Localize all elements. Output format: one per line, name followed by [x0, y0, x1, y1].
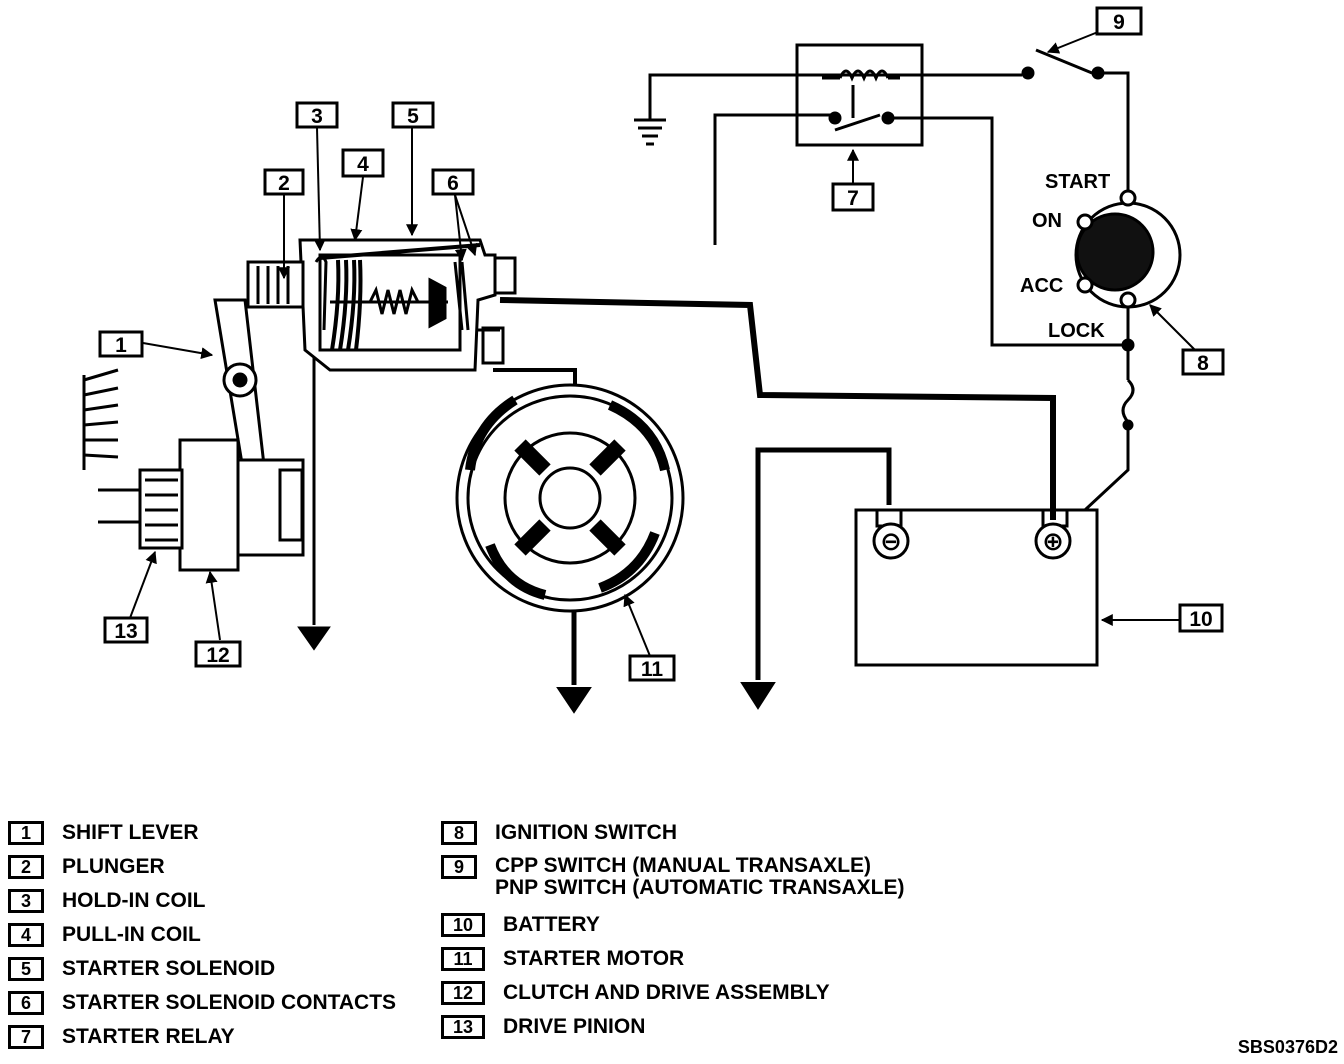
legend-label: IGNITION SWITCH	[495, 821, 677, 844]
ignition-switch	[1056, 189, 1182, 537]
callout-label-7: 7	[847, 187, 859, 210]
legend-label: BATTERY	[503, 913, 600, 936]
callout-box-13	[103, 616, 149, 644]
legend-number: 11	[441, 947, 485, 971]
legend-item-9: 9 CPP SWITCH (MANUAL TRANSAXLE) PNP SWIT…	[441, 855, 905, 899]
flywheel-teeth	[82, 368, 119, 470]
ignition-position-on: ON	[1032, 210, 1062, 232]
callout-label-1: 1	[115, 334, 127, 357]
legend-label: CPP SWITCH (MANUAL TRANSAXLE)	[495, 854, 872, 877]
pull-in-coil	[330, 259, 363, 351]
callout-box-5	[391, 101, 435, 129]
legend-number: 9	[441, 855, 477, 879]
legend-number: 7	[8, 1025, 44, 1049]
ignition-position-start: START	[1045, 171, 1110, 193]
battery-negative-terminal: ⊖	[880, 526, 902, 556]
legend-number: 6	[8, 991, 44, 1015]
battery	[854, 508, 1099, 667]
ignition-position-lock: LOCK	[1048, 320, 1105, 342]
legend-label-secondary: PNP SWITCH (AUTOMATIC TRANSAXLE)	[495, 876, 905, 899]
ground-symbol-relay	[634, 73, 1022, 146]
callout-box-8	[1181, 348, 1225, 376]
ground-symbol-battery	[740, 447, 892, 710]
legend-item-4: 4 PULL-IN COIL	[8, 923, 201, 947]
legend-item-11: 11 STARTER MOTOR	[441, 947, 684, 971]
battery-cable	[499, 297, 1056, 520]
clutch-and-drive-assembly	[178, 438, 305, 572]
legend-label: PLUNGER	[62, 855, 165, 878]
starter-solenoid	[298, 238, 517, 372]
legend-number: 13	[441, 1015, 485, 1039]
legend-number: 10	[441, 913, 485, 937]
legend-item-13: 13 DRIVE PINION	[441, 1015, 645, 1039]
callout-label-5: 5	[407, 105, 419, 128]
legend-label: STARTER SOLENOID	[62, 957, 276, 980]
legend-label-group: CPP SWITCH (MANUAL TRANSAXLE) PNP SWITCH…	[495, 855, 905, 899]
drive-pinion	[98, 468, 184, 550]
legend-item-8: 8 IGNITION SWITCH	[441, 821, 677, 845]
callout-box-6	[431, 168, 475, 196]
legend-label: HOLD-IN COIL	[62, 889, 206, 912]
legend-number: 5	[8, 957, 44, 981]
callout-box-7	[831, 182, 875, 212]
legend-item-1: 1 SHIFT LEVER	[8, 821, 199, 845]
callout-label-4: 4	[357, 153, 369, 176]
legend-item-6: 6 STARTER SOLENOID CONTACTS	[8, 991, 396, 1015]
callout-box-3	[295, 101, 339, 129]
callout-box-11	[628, 654, 676, 682]
callout-label-9: 9	[1113, 11, 1125, 34]
legend-label: SHIFT LEVER	[62, 821, 199, 844]
callout-label-10: 10	[1189, 608, 1212, 631]
legend-item-10: 10 BATTERY	[441, 913, 600, 937]
legend-item-12: 12 CLUTCH AND DRIVE ASSEMBLY	[441, 981, 830, 1005]
legend-number: 12	[441, 981, 485, 1005]
plunger	[246, 260, 305, 309]
legend-item-2: 2 PLUNGER	[8, 855, 165, 879]
legend-item-5: 5 STARTER SOLENOID	[8, 957, 275, 981]
callout-label-2: 2	[278, 172, 290, 195]
figure-code: SBS0376D2	[1237, 1037, 1338, 1057]
callout-label-6: 6	[447, 172, 459, 195]
callout-box-2	[263, 168, 305, 196]
starter-relay	[795, 43, 924, 147]
legend-label: DRIVE PINION	[503, 1015, 646, 1038]
callout-label-12: 12	[206, 644, 229, 667]
legend-item-3: 3 HOLD-IN COIL	[8, 889, 205, 913]
cpp-pnp-switch	[1021, 48, 1130, 195]
callout-box-12	[194, 640, 242, 668]
callout-box-10	[1178, 603, 1224, 633]
legend-label: STARTER RELAY	[62, 1025, 235, 1048]
ignition-position-acc: ACC	[1020, 275, 1063, 297]
callout-label-3: 3	[311, 105, 323, 128]
legend-label: CLUTCH AND DRIVE ASSEMBLY	[503, 981, 830, 1004]
legend-item-7: 7 STARTER RELAY	[8, 1025, 235, 1049]
legend-number: 2	[8, 855, 44, 879]
legend-number: 4	[8, 923, 44, 947]
callout-box-4	[341, 148, 385, 178]
callout-label-8: 8	[1197, 352, 1209, 375]
legend-number: 3	[8, 889, 44, 913]
legend-number: 8	[441, 821, 477, 845]
callout-label-11: 11	[641, 658, 664, 681]
legend-number: 1	[8, 821, 44, 845]
relay-wires	[713, 113, 1128, 347]
battery-positive-terminal: ⊕	[1042, 526, 1064, 556]
ground-symbol-motor	[556, 600, 592, 714]
callout-box-9	[1095, 6, 1143, 36]
starter-motor	[455, 383, 685, 613]
callout-box-1	[98, 330, 144, 358]
hold-in-coil	[314, 255, 328, 331]
legend-label: STARTER MOTOR	[503, 947, 685, 970]
legend-label: STARTER SOLENOID CONTACTS	[62, 991, 397, 1014]
legend-label: PULL-IN COIL	[62, 923, 201, 946]
callout-leaders	[129, 29, 1196, 657]
callout-label-13: 13	[114, 620, 137, 643]
